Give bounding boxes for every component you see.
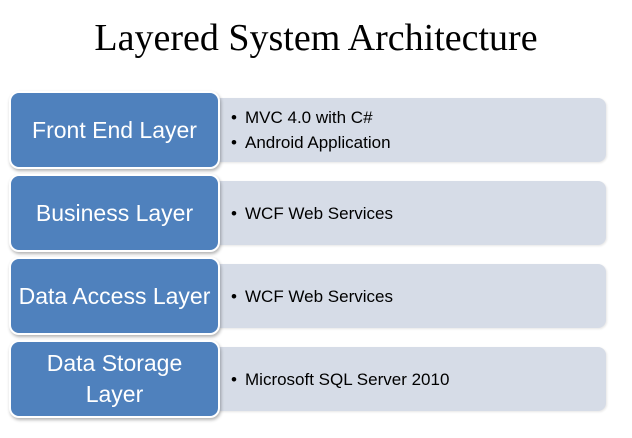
- layer-detail-front-end: MVC 4.0 with C# Android Application: [208, 98, 606, 162]
- layer-label-front-end: Front End Layer: [9, 91, 220, 169]
- layer-item-list: WCF Web Services: [208, 284, 393, 309]
- layer-label-data-storage: Data Storage Layer: [9, 340, 220, 418]
- layer-detail-data-storage: Microsoft SQL Server 2010: [208, 347, 606, 411]
- layer-name: Data Access Layer: [18, 282, 211, 309]
- layer-name: Front End Layer: [32, 116, 197, 143]
- layer-item-list: MVC 4.0 with C# Android Application: [208, 105, 391, 155]
- layer-item: WCF Web Services: [231, 201, 393, 226]
- layer-item-list: WCF Web Services: [208, 201, 393, 226]
- diagram-title: Layered System Architecture: [94, 17, 538, 59]
- layer-item-list: Microsoft SQL Server 2010: [208, 367, 449, 392]
- layer-item: Android Application: [231, 130, 391, 155]
- layer-item: WCF Web Services: [231, 284, 393, 309]
- layer-detail-business: WCF Web Services: [208, 181, 606, 245]
- layer-item: MVC 4.0 with C#: [231, 105, 391, 130]
- layer-label-data-access: Data Access Layer: [9, 257, 220, 335]
- layer-name: Business Layer: [35, 199, 194, 226]
- layer-name: Data Storage Layer: [46, 350, 183, 407]
- layer-label-business: Business Layer: [9, 174, 220, 252]
- layer-detail-data-access: WCF Web Services: [208, 264, 606, 328]
- layer-item: Microsoft SQL Server 2010: [231, 367, 449, 392]
